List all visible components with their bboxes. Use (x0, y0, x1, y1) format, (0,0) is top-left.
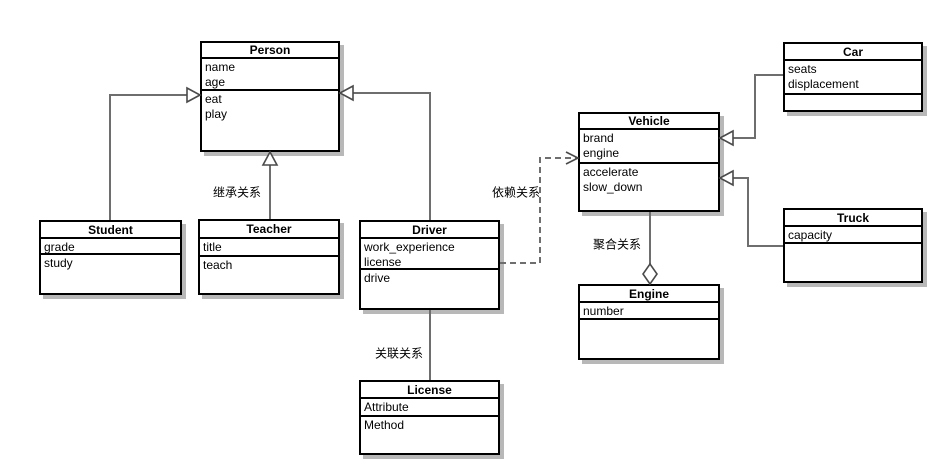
inheritance-line (109, 94, 187, 220)
class-attributes-student: grade (41, 239, 180, 255)
method: eat (205, 92, 222, 106)
method: slow_down (583, 180, 643, 194)
relation-label-aggregation: 聚合关系 (592, 237, 642, 252)
class-methods-teacher: teach (200, 257, 338, 293)
attribute: displacement (788, 77, 859, 91)
method: Method (364, 418, 405, 432)
relation-label-association: 关联关系 (374, 346, 424, 361)
class-title-person: Person (202, 43, 338, 59)
class-title-vehicle: Vehicle (580, 114, 718, 130)
class-title-truck: Truck (785, 210, 921, 227)
connection-teacher-extends-person (261, 150, 279, 219)
inheritance-triangle-icon (338, 84, 354, 102)
class-attributes-engine: number (580, 303, 718, 320)
relation-label-dependency: 依赖关系 (491, 185, 541, 200)
inheritance-line (733, 177, 783, 247)
class-title-student: Student (41, 222, 180, 239)
class-methods-driver: drive (361, 270, 498, 308)
attribute: work_experience (364, 240, 455, 254)
attribute: brand (583, 131, 614, 145)
attribute: capacity (788, 228, 833, 242)
inheritance-triangle-icon (186, 86, 202, 104)
method: study (44, 256, 73, 270)
class-methods-truck (785, 244, 921, 281)
method: accelerate (583, 165, 639, 179)
class-attributes-license: Attribute (361, 399, 498, 417)
class-attributes-truck: capacity (785, 227, 921, 244)
class-title-car: Car (785, 44, 921, 61)
attribute: engine (583, 146, 620, 160)
class-methods-student: study (41, 255, 180, 293)
inheritance-triangle-icon (718, 129, 734, 147)
connection-truck-extends-vehicle (718, 169, 783, 247)
attribute: title (203, 240, 222, 254)
inheritance-triangle-icon (718, 169, 734, 187)
class-title-teacher: Teacher (200, 221, 338, 239)
dependency-line (500, 157, 578, 264)
attribute: name (205, 60, 236, 74)
connection-student-extends-person (109, 86, 202, 220)
connection-driver-depends-on-vehicle (500, 151, 580, 264)
inheritance-line (733, 74, 783, 139)
attribute: grade (44, 240, 75, 254)
attribute: number (583, 304, 624, 318)
method: teach (203, 258, 233, 272)
connection-vehicle-aggregates-engine (642, 212, 658, 286)
class-title-license: License (361, 382, 498, 399)
class-attributes-teacher: title (200, 239, 338, 257)
class-title-driver: Driver (361, 222, 498, 239)
class-methods-license: Method (361, 417, 498, 453)
method: drive (364, 271, 391, 285)
attribute: age (205, 75, 226, 89)
connection-driver-extends-person (338, 84, 431, 220)
method: play (205, 107, 228, 121)
inheritance-triangle-icon (261, 150, 279, 166)
connection-car-extends-vehicle (718, 74, 783, 147)
attribute: Attribute (364, 400, 409, 414)
dependency-arrow-icon (565, 151, 580, 165)
inheritance-line (353, 92, 431, 220)
class-methods-car (785, 95, 921, 110)
aggregation-diamond-icon (642, 262, 658, 286)
class-title-engine: Engine (580, 286, 718, 303)
attribute: license (364, 255, 402, 269)
attribute: seats (788, 62, 817, 76)
class-methods-engine (580, 320, 718, 358)
relation-label-inheritance: 继承关系 (212, 185, 262, 200)
